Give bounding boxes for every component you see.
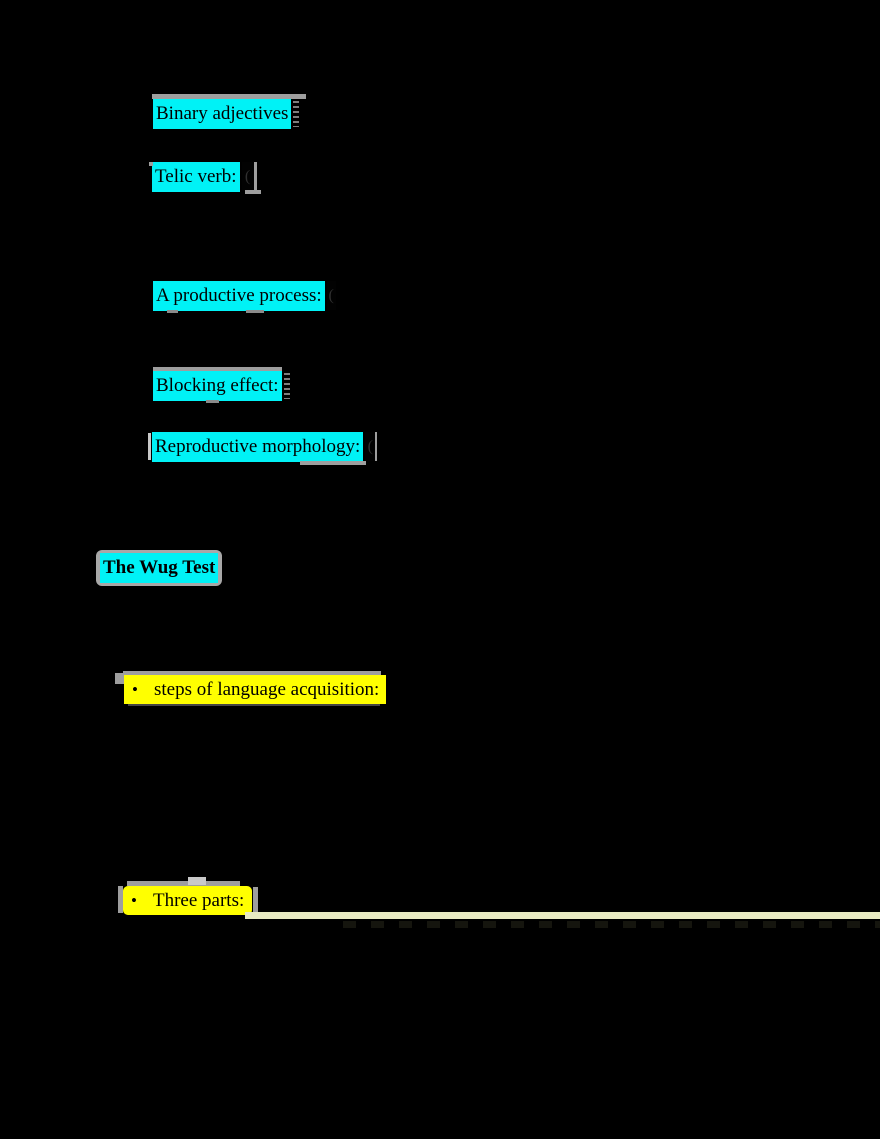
highlight-edge-artifact xyxy=(152,94,307,99)
term-label: Binary adjectives xyxy=(156,103,289,124)
highlight-blocking-effect: Blocking effect: xyxy=(153,367,282,403)
bullet-icon: • xyxy=(131,891,137,910)
highlight-edge-artifact xyxy=(188,877,206,885)
hidden-text-mark: ( xyxy=(241,162,257,191)
hidden-text-fragment xyxy=(206,400,219,403)
bullet-line-three-parts: • Three parts: xyxy=(118,877,259,915)
hidden-text-mark: ( xyxy=(365,432,378,461)
highlight-three-parts-bullet: • Three parts: xyxy=(118,877,259,915)
highlight-edge-artifact xyxy=(253,887,259,912)
hidden-text-mark xyxy=(283,373,290,399)
highlight-edge-artifact xyxy=(300,461,366,465)
highlight-telic-verb: Telic verb: xyxy=(149,162,240,192)
highlight-edge-artifact xyxy=(123,671,382,675)
highlight-edge-artifact xyxy=(128,704,381,706)
highlight-edge-artifact xyxy=(149,162,153,166)
term-label: A productive process: xyxy=(156,285,322,306)
hidden-text-fragment xyxy=(246,310,264,313)
highlight-binary-adjectives: Binary adjectives xyxy=(152,94,307,129)
bullet-label: steps of language acquisition: xyxy=(154,679,380,700)
highlight-steps-bullet: • steps of language acquisition: xyxy=(115,671,387,706)
term-label: Blocking effect: xyxy=(156,375,279,396)
term-line-reproductive-morphology: Reproductive morphology: ( xyxy=(148,432,378,465)
term-line-blocking-effect: Blocking effect: xyxy=(153,367,290,403)
term-line-binary-adjectives: Binary adjectives xyxy=(152,94,307,129)
highlight-edge-artifact xyxy=(127,881,240,886)
term-line-productive-process: A productive process: ( xyxy=(153,281,336,313)
highlight-reproductive-morphology: Reproductive morphology: xyxy=(148,432,366,465)
residual-highlight-strip xyxy=(245,912,880,919)
term-label: Reproductive morphology: xyxy=(155,436,361,457)
heading-label: The Wug Test xyxy=(103,557,216,578)
highlight-edge-artifact xyxy=(115,673,124,684)
bullet-label: Three parts: xyxy=(153,890,245,911)
highlight-edge-artifact xyxy=(118,886,123,913)
hidden-dashed-underline xyxy=(343,921,880,928)
bullet-line-steps: • steps of language acquisition: xyxy=(115,671,387,706)
highlight-edge-artifact xyxy=(153,367,282,371)
highlight-edge-artifact xyxy=(244,190,261,194)
heading-frame: The Wug Test xyxy=(96,550,223,586)
heading-wug-test: The Wug Test xyxy=(100,553,219,583)
hidden-text-mark: ( xyxy=(326,281,336,310)
bullet-icon: • xyxy=(132,680,138,699)
hidden-text-mark xyxy=(293,101,300,127)
highlight-edge-artifact xyxy=(148,433,151,460)
term-line-telic-verb: Telic verb: ( xyxy=(149,162,261,194)
hidden-text-fragment xyxy=(167,310,178,313)
highlight-productive-process: A productive process: xyxy=(153,281,325,313)
term-label: Telic verb: xyxy=(155,166,237,187)
